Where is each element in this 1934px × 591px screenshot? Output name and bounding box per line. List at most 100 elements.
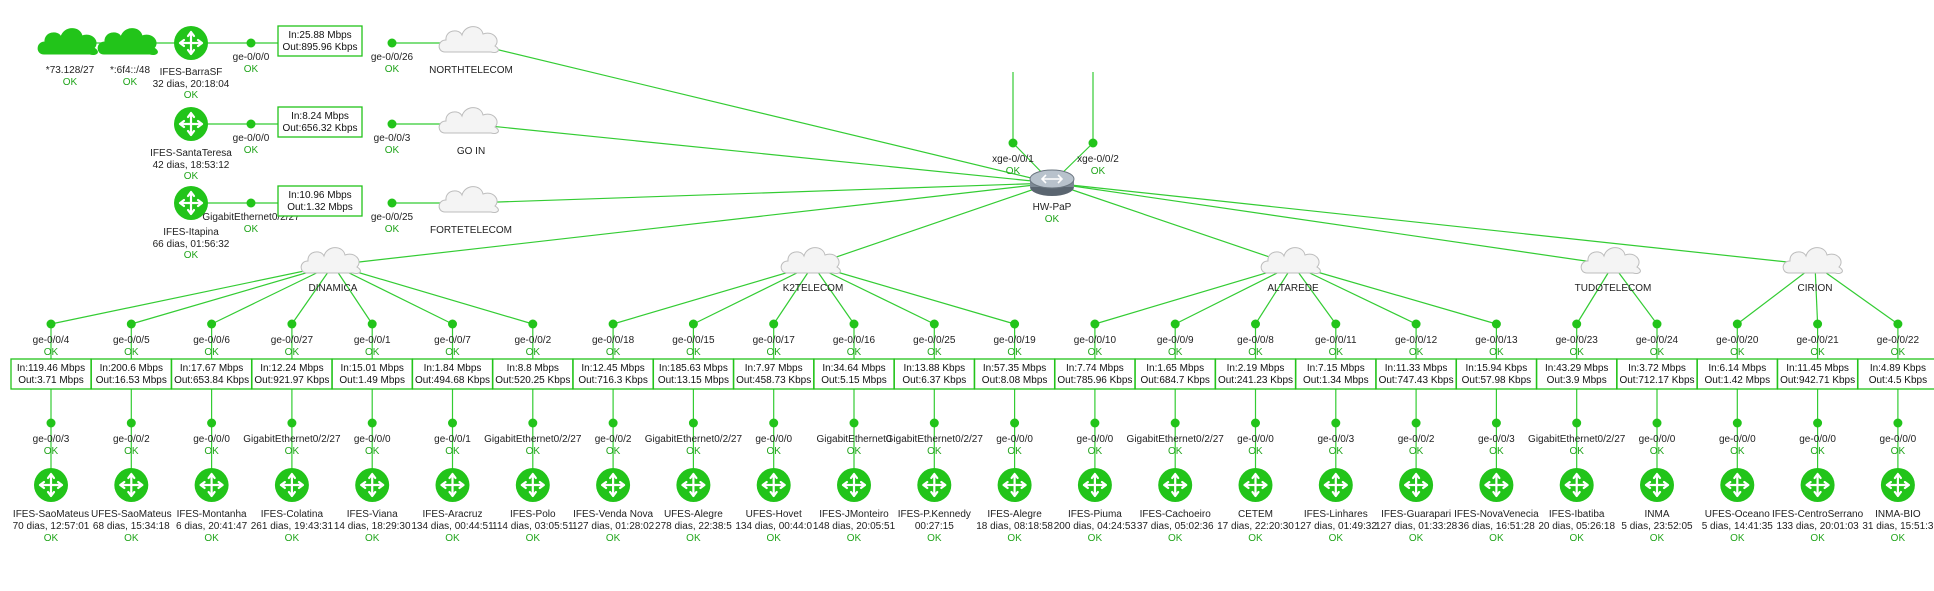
downlink-port-dot[interactable] <box>1491 418 1501 428</box>
uplink-port-dot[interactable] <box>1572 319 1582 329</box>
uplink-port-dot[interactable] <box>608 319 618 329</box>
traffic-box[interactable] <box>331 358 413 390</box>
uplink-port-dot[interactable] <box>287 319 297 329</box>
site-router[interactable] <box>1399 468 1434 502</box>
traffic-box[interactable] <box>492 358 574 390</box>
local-port-dot[interactable] <box>246 38 256 48</box>
uplink-port-dot[interactable] <box>1813 319 1823 329</box>
downlink-port-dot[interactable] <box>1010 418 1020 428</box>
uplink-port-dot[interactable] <box>448 319 457 329</box>
traffic-box[interactable] <box>170 358 253 390</box>
downlink-port-dot[interactable] <box>1652 418 1662 428</box>
provider-cloud[interactable] <box>438 107 499 134</box>
traffic-box[interactable] <box>1696 358 1778 390</box>
traffic-box[interactable] <box>277 25 363 57</box>
site-router[interactable] <box>1077 468 1112 502</box>
downlink-port-dot[interactable] <box>688 418 698 428</box>
uplink-port-dot[interactable] <box>1010 319 1020 329</box>
site-router[interactable] <box>1800 468 1835 502</box>
remote-port-dot[interactable] <box>387 198 397 208</box>
traffic-box[interactable] <box>1134 358 1216 390</box>
top-cloud[interactable] <box>37 28 98 55</box>
downlink-port-dot[interactable] <box>1411 418 1421 428</box>
site-router[interactable] <box>997 468 1032 502</box>
downlink-port-dot[interactable] <box>1732 418 1742 428</box>
downlink-port-dot[interactable] <box>769 418 779 428</box>
downlink-port-dot[interactable] <box>608 418 618 428</box>
site-router[interactable] <box>1318 468 1353 502</box>
site-router[interactable] <box>756 468 791 502</box>
site-router[interactable] <box>1640 468 1674 502</box>
provider-cloud[interactable] <box>300 247 361 274</box>
core-port-dot[interactable] <box>1008 138 1018 148</box>
uplink-port-dot[interactable] <box>1251 319 1260 329</box>
downlink-port-dot[interactable] <box>46 418 56 428</box>
downlink-port-dot[interactable] <box>1572 418 1582 428</box>
local-port-dot[interactable] <box>246 119 256 129</box>
site-router[interactable] <box>515 468 550 502</box>
uplink-port-dot[interactable] <box>929 319 939 329</box>
traffic-box[interactable] <box>277 106 363 138</box>
upstream-router[interactable] <box>174 26 208 60</box>
local-port-dot[interactable] <box>246 198 256 208</box>
provider-cloud[interactable] <box>438 186 499 213</box>
uplink-port-dot[interactable] <box>207 319 217 329</box>
uplink-port-dot[interactable] <box>1170 319 1180 329</box>
core-port-dot[interactable] <box>1088 138 1098 148</box>
core-router[interactable] <box>1029 169 1075 196</box>
site-router[interactable] <box>1238 468 1273 502</box>
provider-cloud[interactable] <box>1260 247 1321 274</box>
downlink-port-dot[interactable] <box>929 418 939 428</box>
downlink-port-dot[interactable] <box>849 418 859 428</box>
traffic-box[interactable] <box>1776 358 1859 390</box>
traffic-box[interactable] <box>1375 358 1457 390</box>
remote-port-dot[interactable] <box>387 38 397 48</box>
uplink-port-dot[interactable] <box>849 319 859 329</box>
provider-cloud[interactable] <box>438 26 499 53</box>
downlink-port-dot[interactable] <box>528 418 538 428</box>
traffic-box[interactable] <box>1214 358 1297 390</box>
site-router[interactable] <box>1720 468 1755 502</box>
traffic-box[interactable] <box>1455 358 1538 390</box>
uplink-port-dot[interactable] <box>126 319 136 329</box>
traffic-box[interactable] <box>277 185 363 217</box>
downlink-port-dot[interactable] <box>448 418 457 428</box>
provider-cloud[interactable] <box>780 247 841 274</box>
downlink-port-dot[interactable] <box>1170 418 1180 428</box>
site-router[interactable] <box>1479 468 1514 502</box>
uplink-port-dot[interactable] <box>1491 319 1501 329</box>
provider-cloud[interactable] <box>1782 247 1843 274</box>
site-router[interactable] <box>596 468 631 502</box>
site-router[interactable] <box>355 468 390 502</box>
traffic-box[interactable] <box>813 358 895 390</box>
site-router[interactable] <box>917 468 952 502</box>
downlink-port-dot[interactable] <box>287 418 297 428</box>
site-router[interactable] <box>1880 468 1915 502</box>
traffic-box[interactable] <box>893 358 975 390</box>
downlink-port-dot[interactable] <box>1893 418 1903 428</box>
site-router[interactable] <box>1559 468 1594 502</box>
site-router[interactable] <box>435 468 470 502</box>
uplink-port-dot[interactable] <box>528 319 538 329</box>
top-cloud[interactable] <box>97 28 158 55</box>
traffic-box[interactable] <box>10 358 92 390</box>
site-router[interactable] <box>676 468 711 502</box>
uplink-port-dot[interactable] <box>1893 319 1903 329</box>
downlink-port-dot[interactable] <box>1813 418 1823 428</box>
site-router[interactable] <box>274 468 309 502</box>
remote-port-dot[interactable] <box>387 119 397 129</box>
traffic-box[interactable] <box>1536 358 1618 390</box>
downlink-port-dot[interactable] <box>1331 418 1341 428</box>
downlink-port-dot[interactable] <box>126 418 136 428</box>
uplink-port-dot[interactable] <box>1732 319 1742 329</box>
uplink-port-dot[interactable] <box>46 319 56 329</box>
traffic-box[interactable] <box>733 358 815 390</box>
site-router[interactable] <box>194 468 229 502</box>
uplink-port-dot[interactable] <box>1652 319 1662 329</box>
site-router[interactable] <box>34 468 68 502</box>
upstream-router[interactable] <box>174 107 208 141</box>
site-router[interactable] <box>1158 468 1193 502</box>
downlink-port-dot[interactable] <box>1090 418 1100 428</box>
downlink-port-dot[interactable] <box>367 418 377 428</box>
provider-cloud[interactable] <box>1580 247 1641 274</box>
